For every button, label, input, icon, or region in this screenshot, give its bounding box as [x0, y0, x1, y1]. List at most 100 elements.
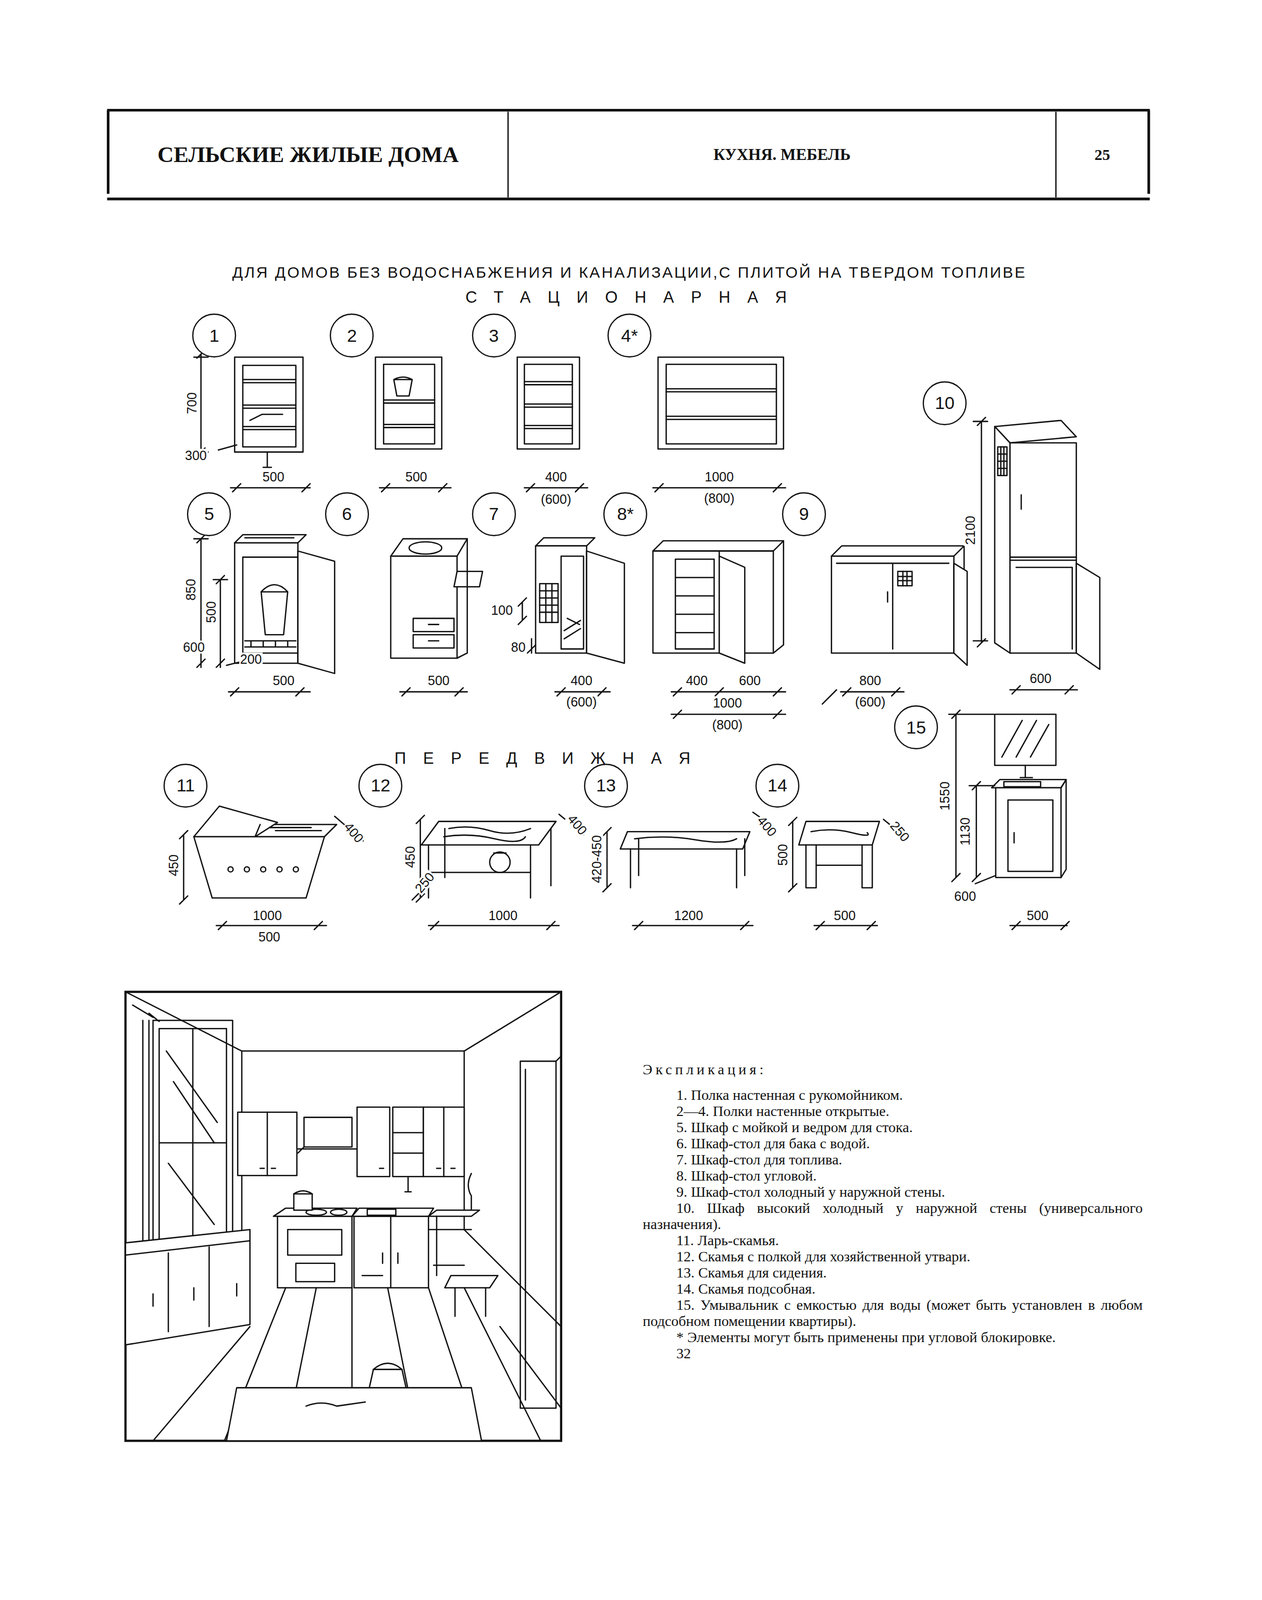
header-frame [107, 110, 1150, 200]
open-wall-shelf [658, 356, 784, 449]
dimension-lines [602, 827, 753, 930]
dimension-label: 500 [404, 469, 429, 484]
dimension-label: (600) [565, 695, 598, 709]
dimension-label: 800 [858, 674, 883, 688]
header-cell: КУХНЯ. МЕБЕЛЬ [508, 110, 1056, 198]
callout-circle-outline [782, 492, 826, 536]
callout-number: 7 [488, 504, 499, 524]
dimension-label: 2100 [963, 515, 977, 547]
cold-cabinet [831, 546, 968, 666]
callout-circle: 13 [583, 763, 629, 809]
dimension-lines [193, 534, 311, 696]
sink-cabinet [234, 534, 335, 674]
dimension-label: 250 [411, 869, 438, 897]
washbasin [1004, 781, 1041, 787]
kitchen-illustration [298, 1146, 358, 1154]
bench-with-shelf [421, 821, 556, 846]
step-stool [798, 821, 880, 888]
callout-number: 9 [798, 504, 809, 524]
dimension-label: 1130 [958, 816, 972, 847]
dimension-label: 600 [737, 674, 762, 688]
section-heading: ДЛЯ ДОМОВ БЕЗ ВОДОСНАБЖЕНИЯ И КАНАЛИЗАЦИ… [232, 264, 1027, 281]
dimension-label: (600) [539, 492, 573, 506]
dimension-lines [518, 598, 611, 697]
dimension-label: (800) [711, 718, 744, 732]
callout-circle: 1 [191, 313, 237, 358]
water-tank-cabinet [456, 538, 468, 659]
explication-item: 8. Шкаф-стол угловой. [642, 1167, 1143, 1184]
dimension-label: (600) [854, 695, 887, 709]
washbasin [991, 779, 1067, 788]
explication-item: 11. Ларь-скамья. [642, 1232, 1143, 1249]
dimension-label: 500 [257, 930, 282, 944]
kitchen-illustration [226, 1388, 482, 1442]
cold-cabinet [836, 546, 965, 654]
bench-with-shelf [421, 821, 556, 899]
callout-number: 5 [204, 504, 215, 524]
callout-circle-outline [756, 764, 799, 808]
dimension-label: 1000 [711, 696, 744, 710]
chest-bench [260, 867, 266, 873]
section-heading: СТАЦИОНАРНАЯ [465, 288, 804, 305]
chest-bench [277, 867, 283, 873]
open-wall-shelf [375, 356, 442, 449]
callout-number: 4* [621, 326, 638, 346]
dimension-label: 300 [183, 448, 208, 462]
callout-number: 14 [767, 775, 788, 796]
callout-circle-outline [894, 706, 938, 749]
kitchen-illustration [305, 1363, 402, 1407]
chest-bench [254, 824, 321, 838]
kitchen-illustration [369, 1369, 406, 1388]
open-wall-shelf [383, 377, 435, 428]
kitchen-illustration [428, 1210, 480, 1217]
dimension-label: 400 [754, 813, 781, 840]
sink-cabinet [244, 584, 296, 647]
kitchen-illustration [125, 992, 562, 1442]
explication-item: * Элементы могут быть применены при угло… [642, 1329, 1143, 1346]
fuel-cabinet [586, 551, 625, 664]
washbasin [1001, 720, 1049, 778]
callout-number: 10 [934, 393, 955, 413]
dimension-lines [412, 814, 584, 930]
kitchen-illustration [392, 1107, 424, 1177]
explication-item: 5. Шкаф с мойкой и ведром для стока. [642, 1119, 1143, 1136]
washbasin [1013, 779, 1067, 878]
kitchen-illustration [303, 1117, 352, 1148]
callout-circle: 15 [893, 704, 939, 750]
chest-bench [193, 836, 325, 899]
seating-bench [620, 831, 750, 849]
callout-circle: 6 [324, 491, 370, 537]
explication-block: Экспликация:1. Полка настенная с рукомой… [642, 1061, 1143, 1362]
tall-cold-cabinet [994, 420, 1100, 670]
kitchen-illustration [166, 1050, 218, 1225]
dimension-label: 500 [775, 843, 789, 868]
dimension-label: 600 [1028, 672, 1053, 686]
dimension-label: 850 [184, 577, 198, 602]
kitchen-illustration [356, 1107, 390, 1177]
dimension-label: 80 [510, 640, 527, 654]
dimension-lines [400, 687, 468, 697]
kitchen-illustration [273, 1208, 358, 1217]
callout-circle: 12 [357, 763, 403, 809]
cold-cabinet [954, 563, 968, 666]
callout-circle: 9 [781, 491, 827, 537]
explication-heading: Экспликация: [642, 1061, 1143, 1078]
kitchen-illustration [293, 1193, 313, 1210]
section-heading: ПЕРЕДВИЖНАЯ [394, 750, 708, 767]
callout-circle: 7 [471, 491, 517, 537]
dimension-label: 400 [564, 811, 591, 838]
callout-number: 3 [488, 326, 499, 346]
dimension-label: (800) [702, 491, 736, 505]
explication-item: 14. Скамья подсобная. [642, 1280, 1143, 1297]
kitchen-illustration [362, 1216, 399, 1289]
kitchen-illustration [520, 1056, 562, 1409]
sink-cabinet [234, 534, 306, 543]
kitchen-illustration [428, 1216, 472, 1277]
corner-cabinet [652, 551, 774, 654]
dimension-label: 700 [185, 391, 199, 416]
explication-item: 12. Скамья с полкой для хозяйственной ут… [642, 1248, 1143, 1265]
kitchen-illustration [367, 1209, 397, 1216]
dimension-lines [179, 816, 364, 930]
washbasin [995, 787, 1061, 878]
kitchen-illustration [468, 1173, 472, 1211]
